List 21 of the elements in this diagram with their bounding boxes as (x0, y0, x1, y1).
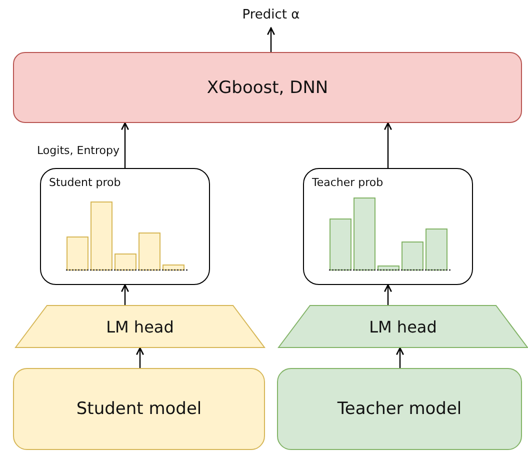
node-label: LM head (106, 317, 174, 336)
node-label: Teacher model (337, 399, 462, 419)
panel-title: Teacher prob (312, 176, 384, 189)
arrow (266, 27, 276, 52)
panel-title: Student prob (49, 176, 121, 189)
edge-label: Logits, Entropy (37, 144, 120, 156)
output-label: Predict α (242, 8, 300, 22)
model-box (13, 52, 522, 123)
model-box (277, 368, 522, 450)
node-label: Student model (76, 399, 202, 419)
arrow (120, 284, 130, 305)
arrow (384, 284, 392, 305)
probability-panel (40, 168, 210, 285)
node-label: LM head (369, 317, 437, 336)
arrow (136, 347, 144, 368)
arrow (120, 122, 130, 168)
probability-panel (303, 168, 473, 285)
arrow (396, 347, 404, 368)
arrow (384, 122, 392, 168)
node-label: XGboost, DNN (206, 78, 328, 98)
model-box (13, 368, 265, 450)
